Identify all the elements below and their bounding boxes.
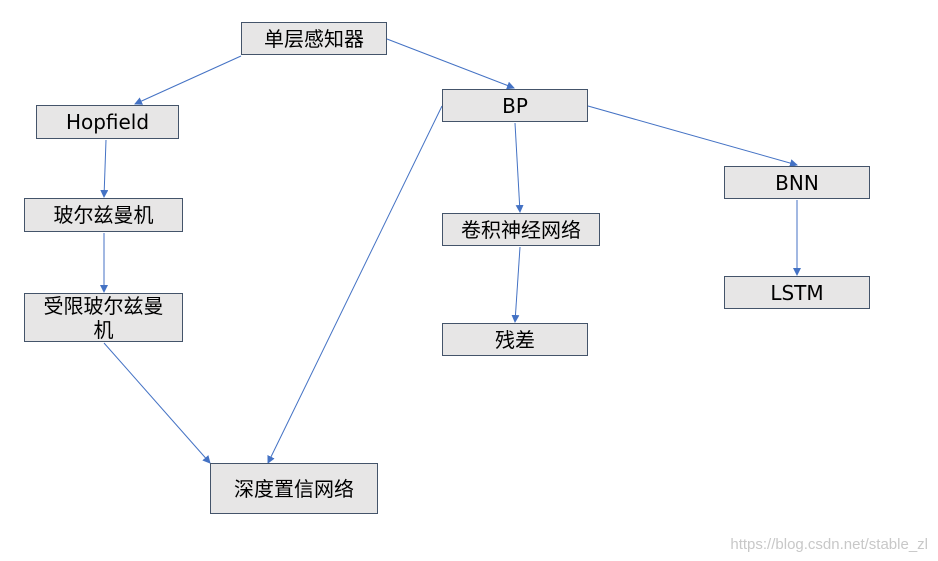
node-bp: BP <box>442 89 588 122</box>
node-restricted-boltzmann-machine: 受限玻尔兹曼 机 <box>24 293 183 342</box>
edge-cnn-to-residual <box>511 246 521 323</box>
edge-bp-to-cnn <box>514 122 524 213</box>
node-lstm: LSTM <box>724 276 870 309</box>
node-residual: 残差 <box>442 323 588 356</box>
node-boltzmann-machine: 玻尔兹曼机 <box>24 198 183 232</box>
edge-hopfield-to-boltzmann <box>100 139 109 198</box>
node-single-layer-perceptron: 单层感知器 <box>241 22 387 55</box>
edge-single-layer-to-hopfield <box>134 55 242 105</box>
node-deep-belief-network: 深度置信网络 <box>210 463 378 514</box>
node-bnn: BNN <box>724 166 870 199</box>
watermark: https://blog.csdn.net/stable_zl <box>730 536 928 553</box>
node-hopfield: Hopfield <box>36 105 179 139</box>
edge-bp-to-bnn <box>587 105 798 167</box>
edge-single-layer-to-bp <box>386 38 515 90</box>
edge-bp-to-dbn <box>267 105 443 464</box>
edge-rbm-to-dbn <box>103 342 211 464</box>
node-cnn: 卷积神经网络 <box>442 213 600 246</box>
